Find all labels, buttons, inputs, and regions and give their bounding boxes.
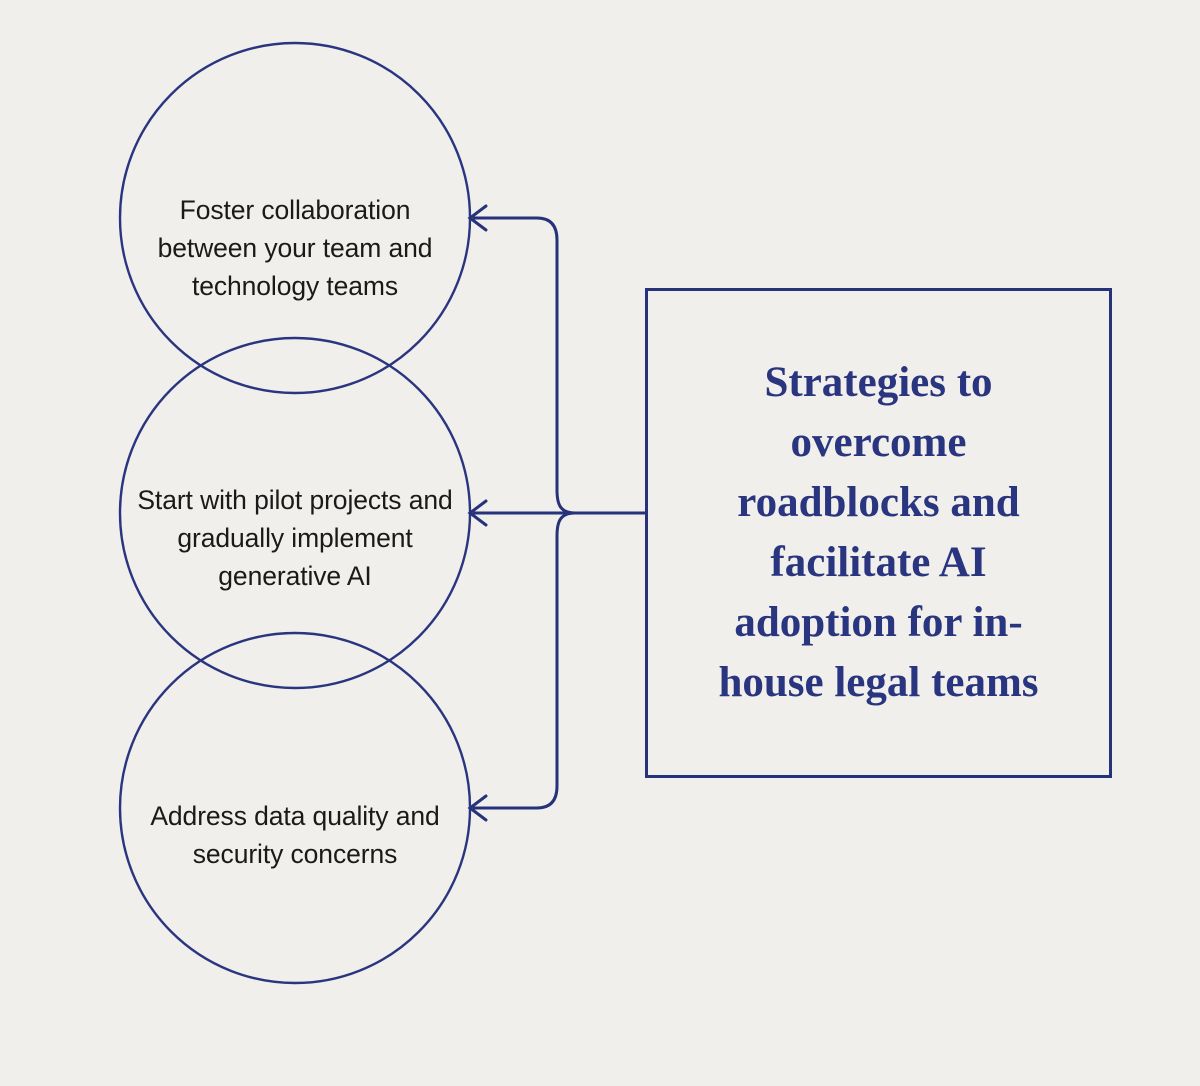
arrow-head-foster-collaboration bbox=[467, 204, 488, 232]
arrow-head-data-quality-security bbox=[467, 794, 488, 822]
arrow-head-pilot-projects bbox=[467, 499, 488, 527]
main-strategy-box: Strategies to overcome roadblocks and fa… bbox=[645, 288, 1112, 778]
main-box-title: Strategies to overcome roadblocks and fa… bbox=[718, 359, 1039, 706]
circle-label-data-quality-security: Address data quality and security concer… bbox=[150, 801, 440, 869]
connector-to-foster-collaboration bbox=[473, 216, 576, 515]
circle-label-pilot-projects: Start with pilot projects and gradually … bbox=[137, 485, 453, 591]
circle-label-foster-collaboration: Foster collaboration between your team a… bbox=[157, 195, 433, 301]
connector-to-data-quality-security bbox=[473, 511, 576, 810]
